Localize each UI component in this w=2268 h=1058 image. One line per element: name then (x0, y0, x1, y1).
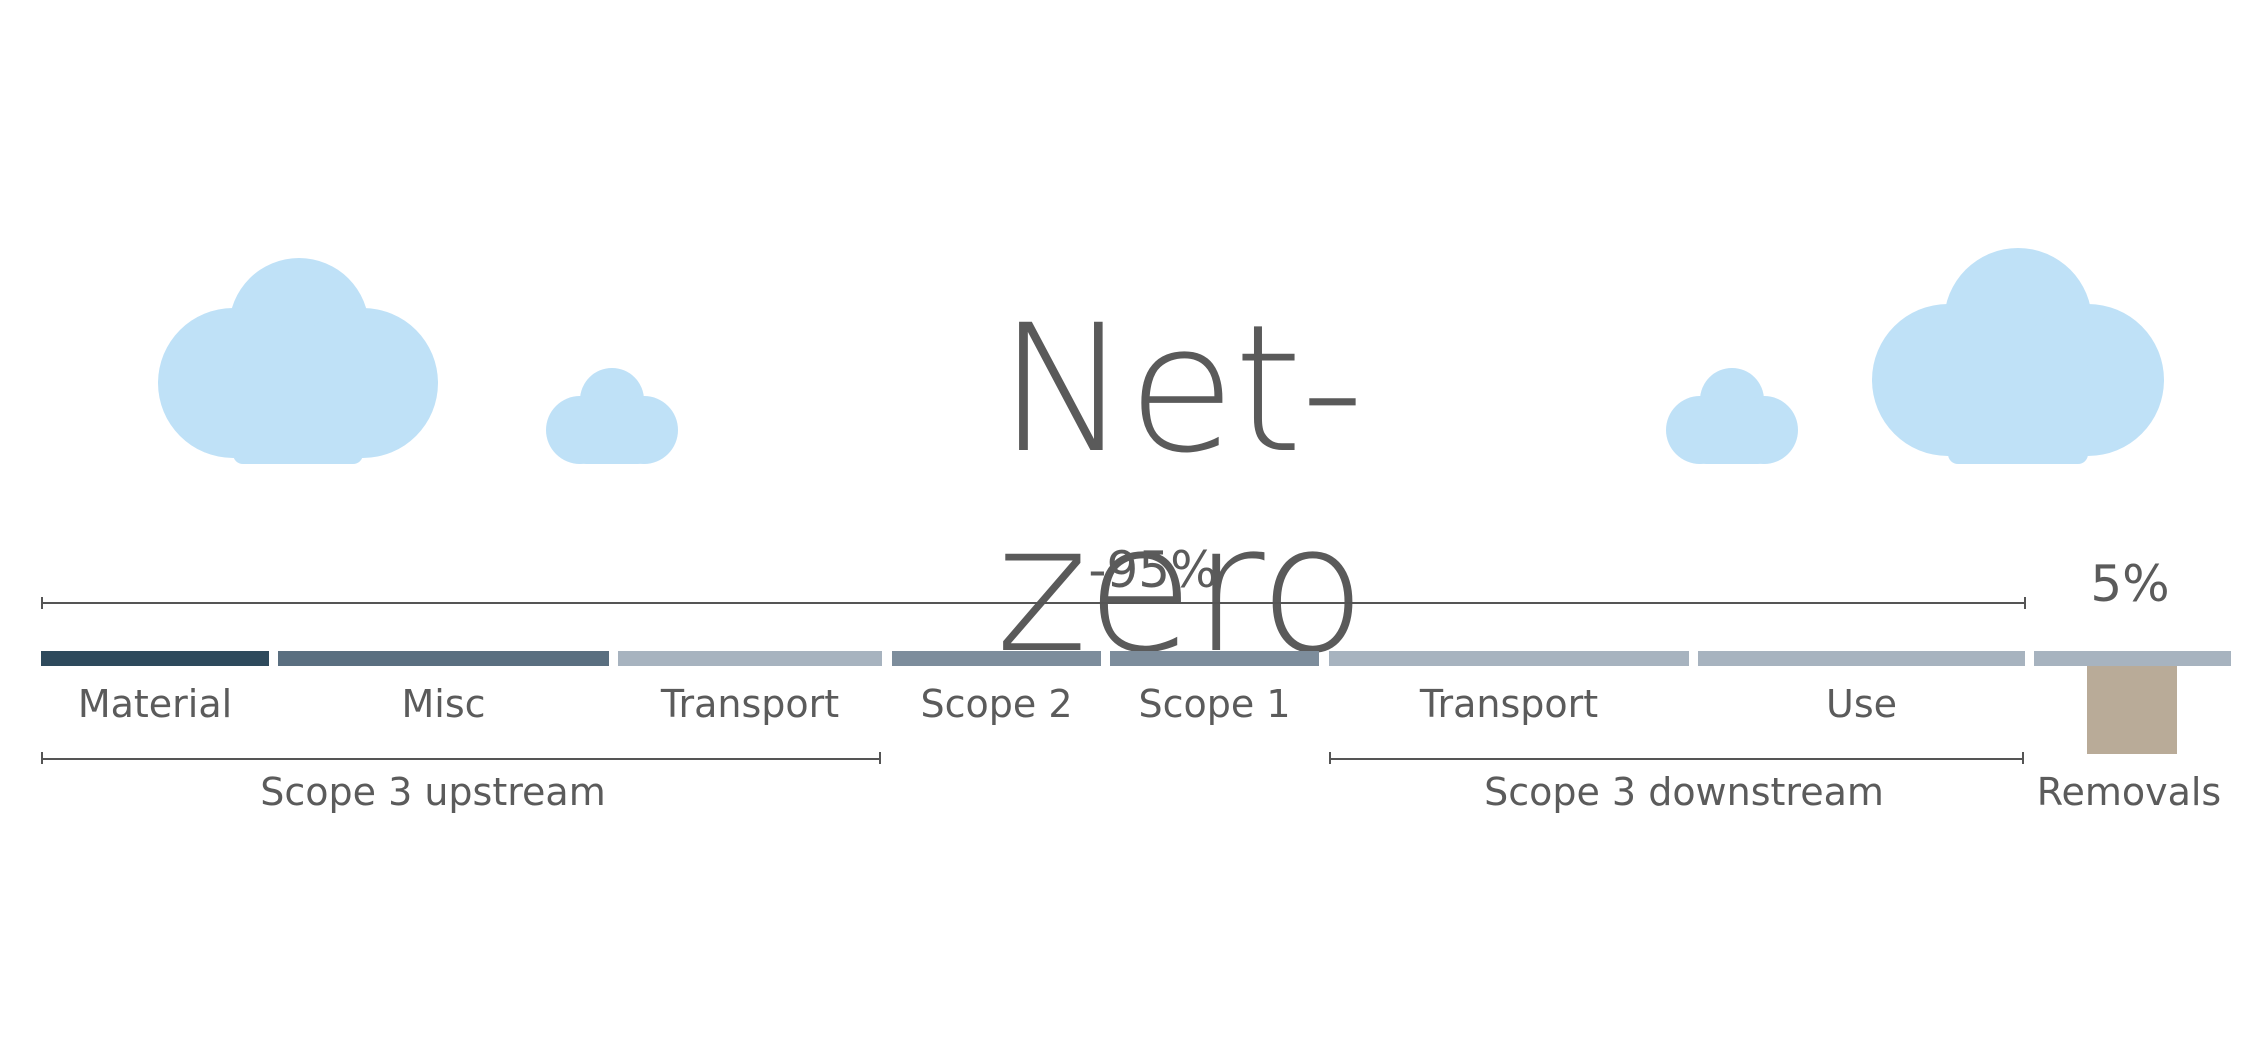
upstream-bracket (41, 758, 881, 760)
segment-bar-misc (278, 651, 609, 666)
downstream-bracket-tick-left (1329, 752, 1331, 764)
removal-percent: 5% (2090, 555, 2170, 613)
segment-label-transport-upstream: Transport (660, 682, 840, 726)
segment-label-scope-1: Scope 1 (1138, 682, 1291, 726)
upstream-bracket-tick-left (41, 752, 43, 764)
cloud-large-left-icon (158, 258, 438, 464)
cloud-large-right-icon (1872, 248, 2164, 464)
downstream-bracket-tick-right (2022, 752, 2024, 764)
reduction-bracket-tick-right (2024, 597, 2026, 609)
cloud-small-right-icon (1666, 368, 1798, 464)
segment-bar-material (41, 651, 269, 666)
group-label-downstream: Scope 3 downstream (1484, 770, 1884, 814)
segment-label-scope-2: Scope 2 (920, 682, 1073, 726)
upstream-bracket-tick-right (879, 752, 881, 764)
downstream-bracket (1329, 758, 2024, 760)
reduction-percent: -95% (1088, 541, 1218, 599)
segment-bar-use (1698, 651, 2025, 666)
segment-label-material: Material (77, 682, 233, 726)
segment-bar-scope-2 (892, 651, 1101, 666)
segment-bar-removals (2034, 651, 2231, 666)
group-label-upstream: Scope 3 upstream (260, 770, 606, 814)
segment-bar-scope-1 (1110, 651, 1319, 666)
removals-block (2087, 666, 2177, 754)
segment-label-transport-downstream: Transport (1419, 682, 1599, 726)
segment-bar-transport-upstream (618, 651, 882, 666)
segment-label-misc: Misc (401, 682, 486, 726)
reduction-bracket (41, 602, 2026, 604)
cloud-small-left-icon (546, 368, 678, 464)
page-title: Net-zero (995, 287, 1367, 692)
segment-label-use: Use (1826, 682, 1897, 726)
group-label-removals: Removals (2036, 770, 2222, 814)
segment-bar-transport-downstream (1329, 651, 1689, 666)
reduction-bracket-tick-left (41, 597, 43, 609)
